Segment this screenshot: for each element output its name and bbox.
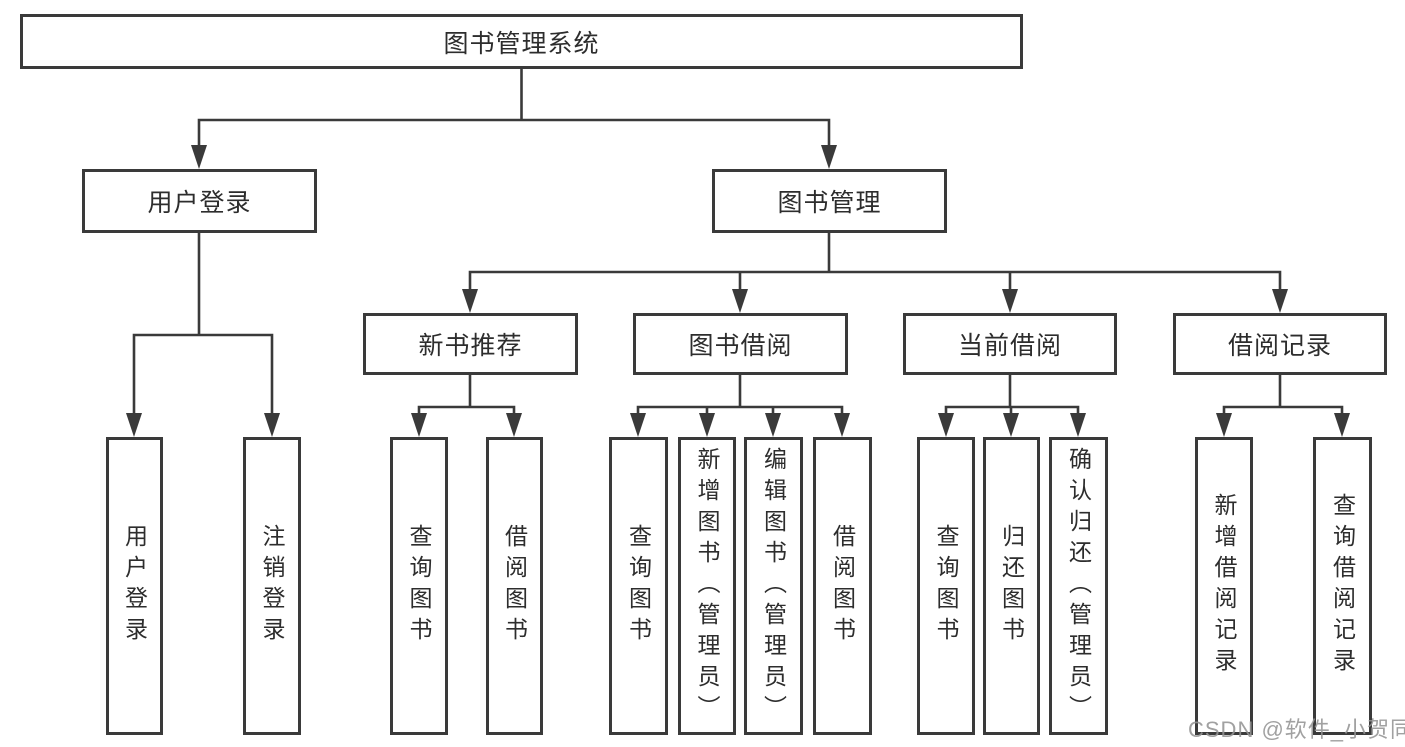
connector-new-book-to-children [411,375,522,437]
node-edit-book-admin: 编辑图书（管理员） [744,437,803,735]
connector-root-to-level2 [191,69,837,169]
csdn-watermark: CSDN @软件_小贺同学 [1188,717,1405,742]
node-query-books-3: 查询图书 [917,437,975,735]
node-return-book: 归还图书 [983,437,1040,735]
node-user-login: 用户登录 [82,169,317,233]
node-user-login-action: 用户登录 [106,437,163,735]
node-logout-action: 注销登录 [243,437,301,735]
node-root: 图书管理系统 [20,14,1023,69]
node-query-borrow-record: 查询借阅记录 [1313,437,1372,735]
node-confirm-return-admin: 确认归还（管理员） [1049,437,1108,735]
connector-current-borrow-to-children [938,375,1086,437]
connector-book-mgmt-to-level3 [462,233,1288,313]
node-book-mgmt: 图书管理 [712,169,947,233]
node-borrow-records: 借阅记录 [1173,313,1387,375]
node-query-books-1: 查询图书 [390,437,448,735]
node-borrow-books-1: 借阅图书 [486,437,543,735]
node-book-borrow: 图书借阅 [633,313,848,375]
node-new-book-rec: 新书推荐 [363,313,578,375]
node-current-borrow: 当前借阅 [903,313,1117,375]
node-borrow-books-2: 借阅图书 [813,437,872,735]
node-add-book-admin: 新增图书（管理员） [678,437,736,735]
connector-user-login-to-children [126,233,280,437]
connector-book-borrow-to-children [630,375,850,437]
connector-borrow-records-to-children [1216,375,1350,437]
node-query-books-2: 查询图书 [609,437,668,735]
node-add-borrow-record: 新增借阅记录 [1195,437,1253,735]
